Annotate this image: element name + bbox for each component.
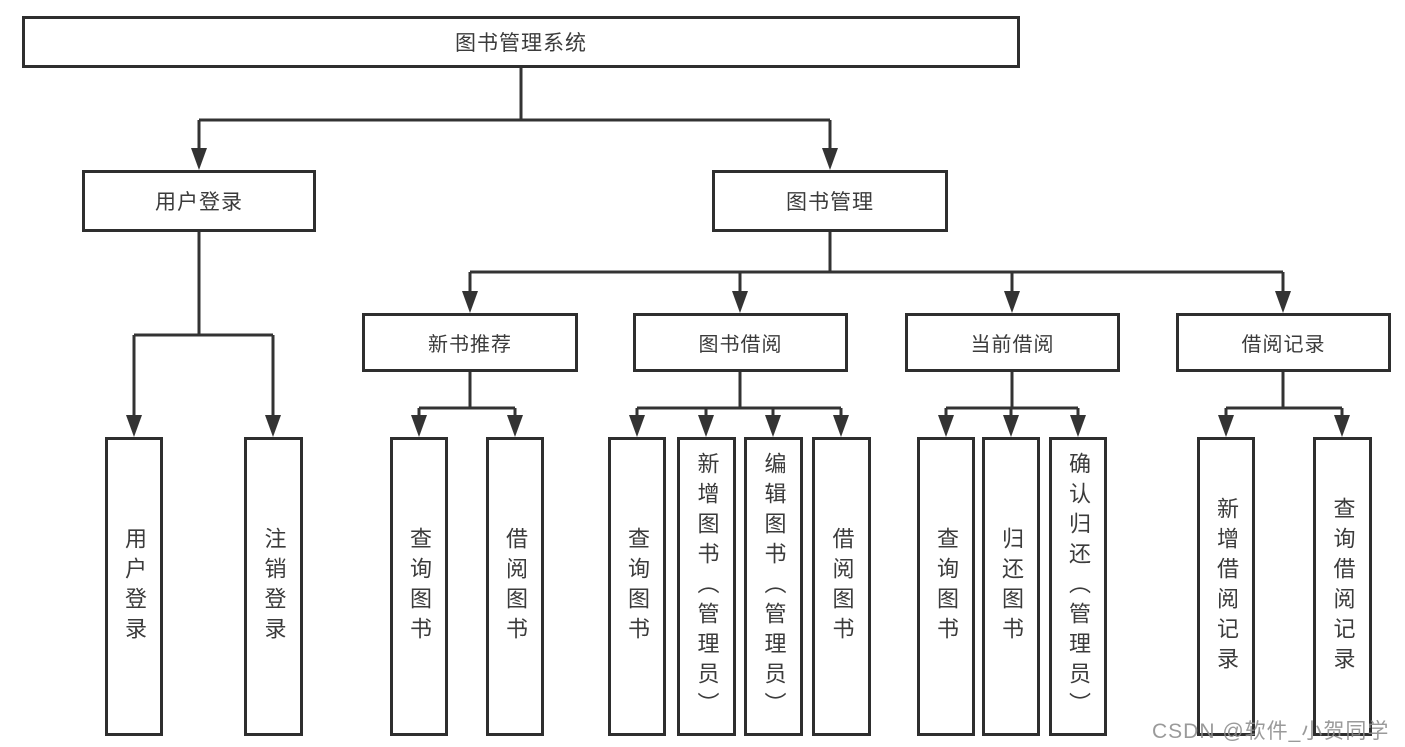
node-label: 借阅图书 (829, 526, 855, 647)
node-label: 查询图书 (407, 526, 432, 647)
node-leaf-query-books-2: 查询图书 (608, 437, 666, 736)
node-leaf-return-books: 归还图书 (982, 437, 1040, 736)
node-label: 查询图书 (625, 526, 650, 647)
connector-records-to-leaves (1218, 372, 1350, 437)
node-leaf-query-books-1: 查询图书 (390, 437, 448, 736)
node-label: 注销登录 (261, 526, 287, 647)
node-leaf-borrow-books-1: 借阅图书 (486, 437, 544, 736)
node-leaf-edit-books-admin: 编辑图书（管理员） (744, 437, 803, 736)
csdn-watermark: CSDN @软件_小贺同学 (1152, 720, 1390, 743)
connector-userlogin-to-leaves (126, 232, 281, 437)
node-root-system: 图书管理系统 (22, 16, 1020, 68)
node-label: 当前借阅 (970, 334, 1055, 356)
connector-newbooks-to-leaves (411, 372, 523, 437)
node-label: 图书借阅 (698, 334, 783, 356)
node-label: 借阅图书 (503, 526, 528, 647)
connector-current-to-leaves (938, 372, 1086, 437)
connector-root-to-level2 (191, 68, 838, 170)
node-label: 用户登录 (155, 191, 243, 214)
node-leaf-add-books-admin: 新增图书（管理员） (677, 437, 736, 736)
node-leaf-query-books-3: 查询图书 (917, 437, 975, 736)
node-leaf-user-login: 用户登录 (105, 437, 163, 736)
node-module-borrow-records: 借阅记录 (1176, 313, 1391, 372)
node-label: 图书管理系统 (455, 32, 587, 55)
node-label: 新增借阅记录 (1214, 496, 1239, 677)
connector-borrow-to-leaves (629, 372, 849, 437)
node-leaf-confirm-return-admin: 确认归还（管理员） (1049, 437, 1107, 736)
node-label: 编辑图书（管理员） (761, 451, 787, 722)
node-module-book-borrow: 图书借阅 (633, 313, 848, 372)
node-label: 新书推荐 (428, 334, 512, 356)
node-label: 新增图书（管理员） (694, 451, 720, 722)
node-label: 归还图书 (999, 526, 1024, 647)
node-leaf-add-borrow-record: 新增借阅记录 (1197, 437, 1255, 736)
node-module-new-book-recommend: 新书推荐 (362, 313, 578, 372)
node-label: 图书管理 (786, 191, 874, 214)
node-branch-user-login: 用户登录 (82, 170, 316, 232)
node-label: 用户登录 (122, 526, 147, 647)
node-label: 确认归还（管理员） (1066, 451, 1091, 722)
node-label: 查询图书 (934, 526, 959, 647)
node-leaf-logout: 注销登录 (244, 437, 303, 736)
node-label: 借阅记录 (1241, 334, 1326, 356)
node-leaf-query-borrow-record: 查询借阅记录 (1313, 437, 1372, 736)
connector-bookmgmt-to-modules (462, 232, 1291, 313)
node-leaf-borrow-books-2: 借阅图书 (812, 437, 871, 736)
node-branch-book-management: 图书管理 (712, 170, 948, 232)
node-module-current-borrow: 当前借阅 (905, 313, 1120, 372)
node-label: 查询借阅记录 (1330, 496, 1356, 677)
